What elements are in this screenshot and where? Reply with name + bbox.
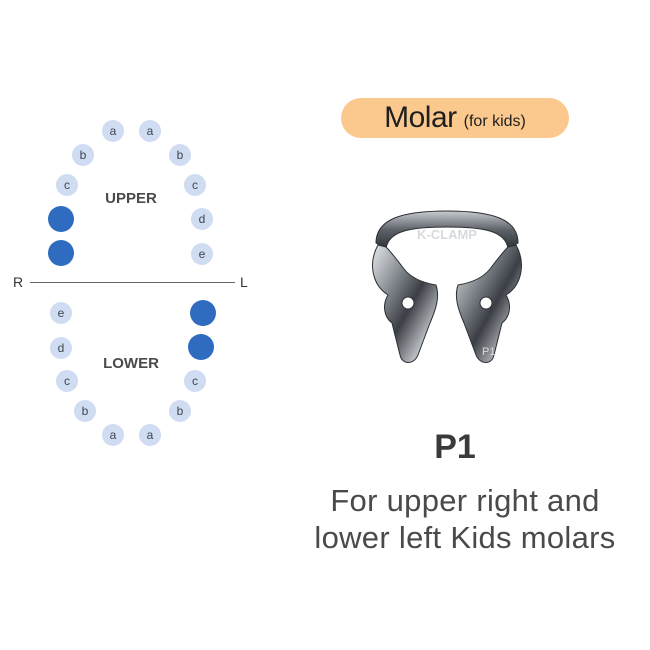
tooth-upper-left-e: e (191, 243, 213, 265)
tooth-upper-left-b: b (169, 144, 191, 166)
tooth-upper-left-d: d (191, 208, 213, 230)
badge-subtitle: (for kids) (463, 112, 526, 130)
tooth-lower-right-d: d (50, 337, 72, 359)
tooth-upper-right-a: a (102, 120, 124, 142)
tooth-lower-left-c: c (184, 370, 206, 392)
tooth-upper-left-c: c (184, 174, 206, 196)
tooth-lower-left-a: a (139, 424, 161, 446)
tooth-lower-right-e: e (50, 302, 72, 324)
midline (30, 282, 235, 283)
tooth-lower-left-e-selected (190, 300, 216, 326)
clamp-tag: P1 (482, 346, 495, 358)
clamp-bow (375, 210, 519, 250)
product-code: P1 (434, 428, 476, 466)
tooth-lower-left-d-selected (188, 334, 214, 360)
tooth-lower-left-b: b (169, 400, 191, 422)
tooth-upper-right-c: c (56, 174, 78, 196)
clamp-right-hole (479, 296, 493, 310)
left-side-label: L (240, 274, 248, 290)
right-side-label: R (13, 274, 24, 290)
product-description: For upper right and lower left Kids mola… (314, 483, 616, 555)
clamp-engraving: K-CLAMP (417, 227, 477, 242)
tooth-upper-right-d-selected (48, 206, 74, 232)
tooth-upper-left-a: a (139, 120, 161, 142)
clamp-image: K-CLAMP P1 (372, 210, 522, 363)
tooth-upper-right-e-selected (48, 240, 74, 266)
upper-label: UPPER (105, 190, 157, 207)
tooth-lower-right-c: c (56, 370, 78, 392)
tooth-lower-right-b: b (74, 400, 96, 422)
tooth-upper-right-b: b (72, 144, 94, 166)
badge-title: Molar (384, 101, 457, 134)
clamp-left-hole (401, 296, 415, 310)
tooth-lower-right-a: a (102, 424, 124, 446)
lower-label: LOWER (103, 355, 159, 372)
molar-badge: Molar (for kids) (341, 98, 569, 138)
